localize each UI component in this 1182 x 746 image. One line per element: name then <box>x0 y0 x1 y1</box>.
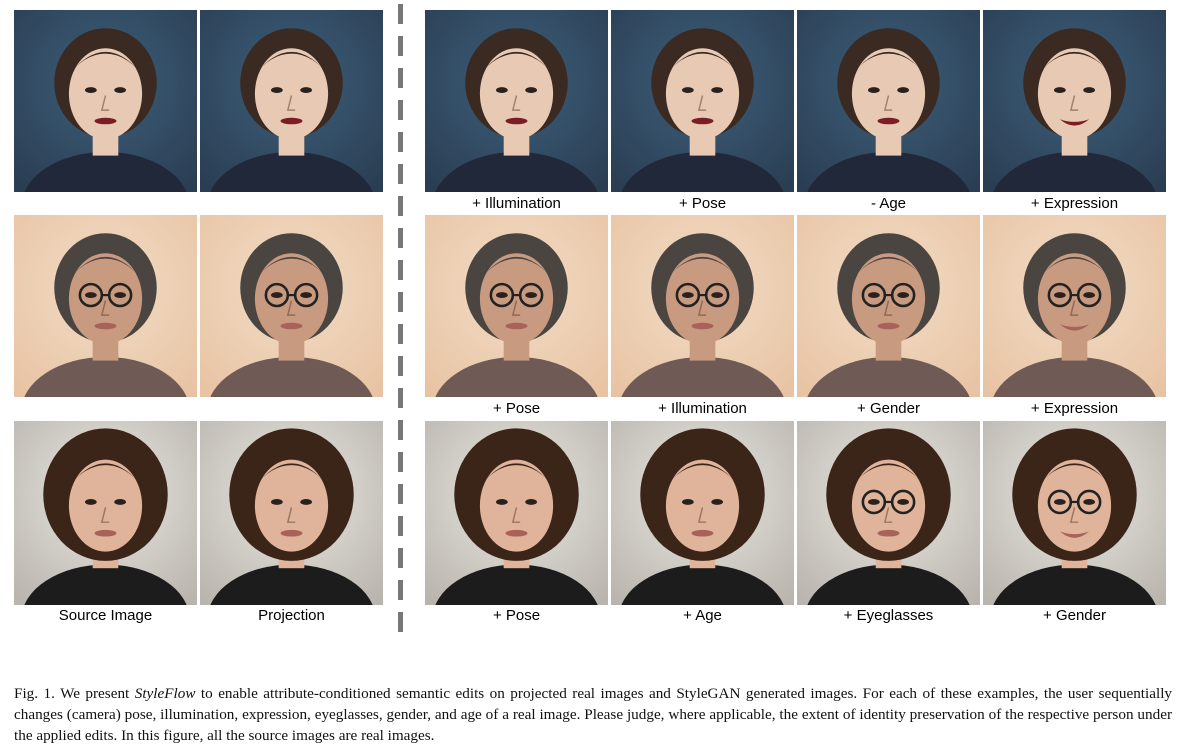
edit-pose-3-label: + Pose <box>492 607 541 624</box>
projection-2 <box>200 215 383 397</box>
edit-expression-2-photo <box>983 215 1166 397</box>
edit-expression-1-label: + Expression <box>1030 195 1119 212</box>
source-image-3-label: Source Image <box>58 607 153 624</box>
edit-gender-2 <box>797 215 980 397</box>
projection-3-label: Projection <box>258 607 325 624</box>
figure: + Illumination + Pose - Age + Expression + P… <box>14 4 1166 634</box>
edit-pose-2 <box>425 215 608 397</box>
edit-age-1 <box>797 10 980 192</box>
caption-method-name: StyleFlow <box>134 685 196 703</box>
figure-caption: Fig. 1. We present StyleFlow to enable a… <box>14 683 1172 746</box>
edit-pose-3 <box>425 421 608 605</box>
edit-age-3-photo <box>611 421 794 605</box>
edit-gender-2-label: + Gender <box>857 400 920 417</box>
edit-expression-2 <box>983 215 1166 397</box>
edit-pose-2-photo <box>425 215 608 397</box>
dashed-divider <box>398 4 403 634</box>
edit-gender-3-label: + Gender <box>1043 607 1106 624</box>
caption-prefix: Fig. 1. We present <box>14 685 135 703</box>
projection-3-photo <box>200 421 383 605</box>
projection-1-photo <box>200 10 383 192</box>
edit-age-1-photo <box>797 10 980 192</box>
edit-pose-1 <box>611 10 794 192</box>
edit-pose-2-label: + Pose <box>492 400 541 417</box>
edit-age-3 <box>611 421 794 605</box>
projection-1 <box>200 10 383 192</box>
edit-pose-1-label: + Pose <box>678 195 727 212</box>
source-image-3-photo <box>14 421 197 605</box>
edit-pose-1-photo <box>611 10 794 192</box>
edit-age-3-label: + Age <box>683 607 722 624</box>
edit-expression-1-photo <box>983 10 1166 192</box>
source-image-1-photo <box>14 10 197 192</box>
edit-illumination-2-label: + Illumination <box>658 400 747 417</box>
edit-age-1-label: - Age <box>870 195 907 212</box>
edit-illumination-1-photo <box>425 10 608 192</box>
projection-3 <box>200 421 383 605</box>
edit-expression-1 <box>983 10 1166 192</box>
edit-gender-3-photo <box>983 421 1166 605</box>
edit-eyeglasses-3-photo <box>797 421 980 605</box>
edit-gender-2-photo <box>797 215 980 397</box>
edit-expression-2-label: + Expression <box>1030 400 1119 417</box>
edit-illumination-1 <box>425 10 608 192</box>
edit-eyeglasses-3-label: + Eyeglasses <box>843 607 934 624</box>
source-image-2 <box>14 215 197 397</box>
edit-illumination-2 <box>611 215 794 397</box>
edit-pose-3-photo <box>425 421 608 605</box>
source-image-2-photo <box>14 215 197 397</box>
edit-illumination-1-label: + Illumination <box>472 195 561 212</box>
edit-illumination-2-photo <box>611 215 794 397</box>
source-image-3 <box>14 421 197 605</box>
edit-gender-3 <box>983 421 1166 605</box>
source-image-1 <box>14 10 197 192</box>
edit-eyeglasses-3 <box>797 421 980 605</box>
projection-2-photo <box>200 215 383 397</box>
